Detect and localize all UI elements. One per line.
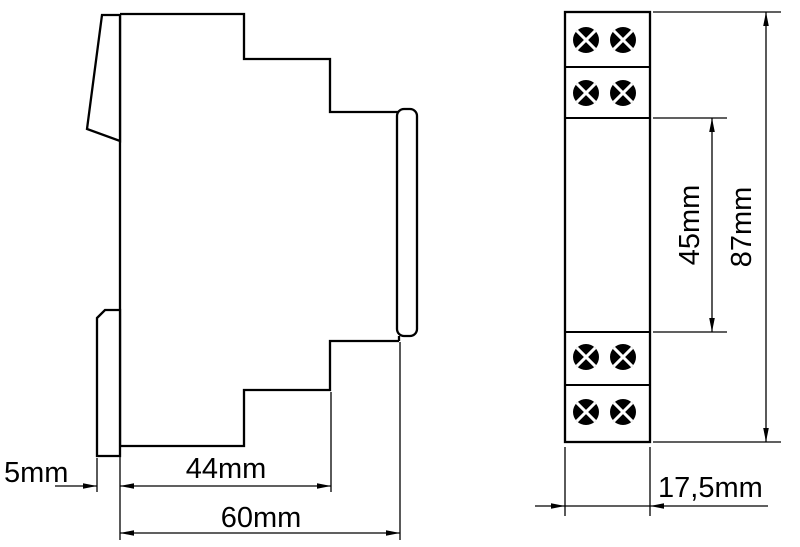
dimension-body-depth: 44mm — [120, 453, 331, 489]
screw-icon — [610, 344, 636, 370]
dim-label-terminal-spacing: 45mm — [674, 185, 706, 266]
module-body-outline-bottom — [119, 339, 399, 448]
arrow-icon — [120, 530, 134, 536]
arrow-icon — [83, 483, 97, 489]
arrow-icon — [386, 530, 400, 536]
arrow-icon — [551, 503, 565, 509]
dimension-width: 17,5mm — [535, 447, 768, 516]
front-panel — [395, 107, 419, 338]
screw-icon — [573, 27, 599, 53]
front-view — [563, 10, 652, 444]
dim-label-clip-depth: 5mm — [4, 457, 68, 489]
din-clip-bottom-icon — [95, 308, 122, 458]
arrow-icon — [763, 428, 769, 442]
dimension-total-depth: 60mm — [120, 502, 400, 536]
front-view-body — [563, 10, 652, 444]
dim-label-width: 17,5mm — [658, 472, 763, 504]
dimension-terminal-spacing: 45mm — [653, 117, 727, 333]
arrow-icon — [317, 483, 331, 489]
screw-icon — [573, 399, 599, 425]
screw-icon — [573, 344, 599, 370]
arrow-icon — [650, 503, 664, 509]
module-body-outline-top — [120, 12, 399, 114]
arrow-icon — [709, 118, 715, 132]
screw-icon — [610, 399, 636, 425]
dim-label-total-depth: 60mm — [221, 502, 302, 534]
arrow-icon — [709, 318, 715, 332]
dim-label-total-height: 87mm — [726, 187, 758, 268]
dim-label-body-depth: 44mm — [186, 453, 267, 485]
screw-icon — [610, 80, 636, 106]
screw-icon — [573, 80, 599, 106]
din-clip-top-icon — [85, 13, 122, 143]
screw-icon — [610, 27, 636, 53]
arrow-icon — [120, 483, 134, 489]
dimension-total-height: 87mm — [653, 11, 781, 443]
side-view — [85, 12, 419, 458]
dimension-clip-depth: 5mm — [4, 457, 97, 489]
front-view-dimensions: 45mm 87mm 17,5mm — [535, 11, 781, 516]
arrow-icon — [763, 12, 769, 26]
side-view-dimensions: 5mm 44mm 60mm — [4, 342, 401, 540]
